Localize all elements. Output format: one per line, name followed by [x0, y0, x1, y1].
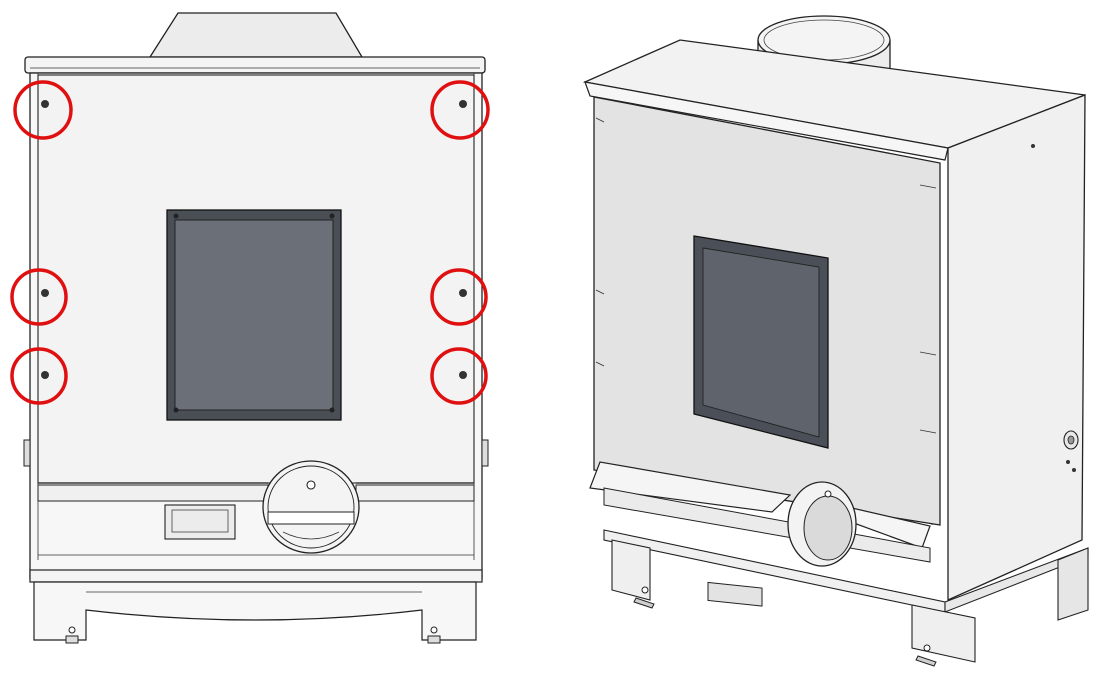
front-screws	[41, 100, 467, 379]
isometric-view	[582, 15, 1089, 667]
hinge-right	[481, 439, 489, 467]
screw-highlight-circle-top-right	[430, 80, 490, 140]
screw-highlight-circle-mid-left	[10, 268, 68, 326]
screw-highlight-circle-top-left	[13, 80, 73, 140]
lower-ledge-iso	[589, 461, 792, 513]
screw-highlight-circle-mid-right	[430, 268, 488, 326]
screw-highlight-circle-low-left	[10, 347, 68, 405]
adjustable-foot-iso-right	[915, 644, 937, 667]
air-vent-iso	[787, 481, 857, 567]
adjustable-foot-right	[427, 626, 441, 644]
door-pegs	[595, 117, 937, 434]
adjustable-foot-left	[65, 626, 79, 644]
air-vent	[262, 460, 360, 554]
screw-highlight-circles	[10, 80, 490, 405]
window-glass-iso	[702, 247, 820, 438]
leg-front-right	[911, 604, 976, 663]
leg-front-left	[611, 539, 651, 601]
hinge-left	[23, 439, 31, 467]
ash-tray-handle	[164, 504, 236, 540]
adjustable-foot-iso-left	[633, 586, 655, 609]
top-lip	[584, 81, 949, 161]
side-panel	[947, 94, 1086, 602]
front-view	[10, 12, 490, 644]
base-plinth	[29, 569, 483, 583]
flue-outlet	[148, 12, 364, 58]
side-control-knob	[1063, 430, 1079, 472]
base-apron	[33, 581, 477, 641]
leg-back-right	[1057, 547, 1089, 621]
top-plate	[24, 56, 486, 74]
screw-highlight-circle-low-right	[430, 347, 488, 405]
window-glass	[174, 219, 334, 411]
